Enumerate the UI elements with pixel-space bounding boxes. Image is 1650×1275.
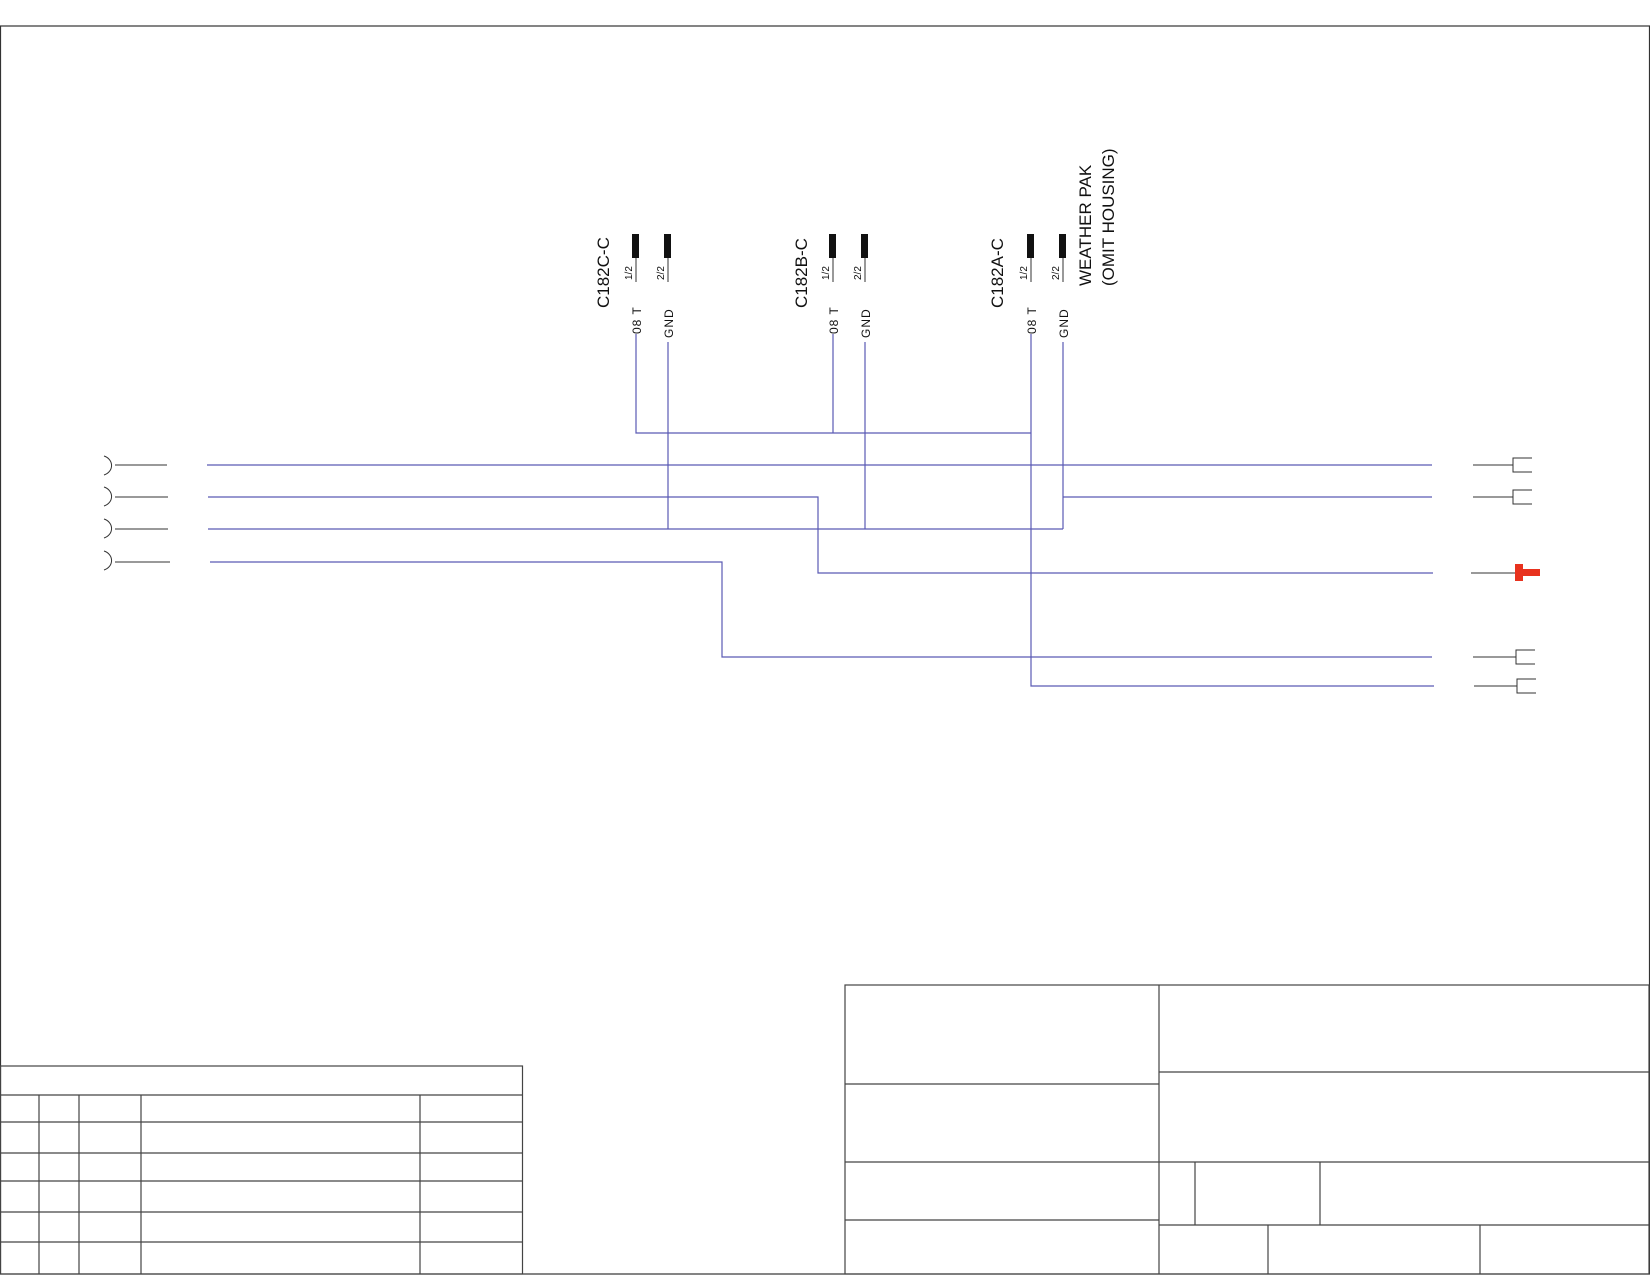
left-terminal-2 xyxy=(103,486,113,507)
note-line-2: (OMIT HOUSING) xyxy=(1099,148,1118,286)
wire-row-2 xyxy=(208,496,1433,574)
connector-pin-1 xyxy=(829,234,836,258)
connector-pin-1 xyxy=(632,234,639,258)
pin-number-label: 1/2 xyxy=(1019,266,1030,280)
revision-table xyxy=(0,1065,524,1275)
sheet-border xyxy=(0,25,1650,1275)
pin-number-label: 1/2 xyxy=(821,266,832,280)
wire-row-4 xyxy=(210,561,1432,658)
pin-number-label: 1/2 xyxy=(624,266,635,280)
pin-number-label: 2/2 xyxy=(1051,266,1062,280)
pin-number-label: 2/2 xyxy=(656,266,667,280)
connector-pin-1 xyxy=(1027,234,1034,258)
weather-pak-note: WEATHER PAK (OMIT HOUSING) xyxy=(1076,148,1118,286)
title-block xyxy=(844,984,1650,1275)
signal-label: GND xyxy=(662,308,676,338)
right-terminals[interactable] xyxy=(1471,457,1540,694)
wire-08t-c182c xyxy=(635,334,1031,434)
left-terminal-4 xyxy=(103,550,113,571)
signal-label: 08 T xyxy=(630,306,644,334)
connector-c182c-c[interactable]: C182C-C 1/2 2/2 08 T GND xyxy=(594,234,676,338)
left-terminal-3 xyxy=(103,518,113,539)
wire-network xyxy=(207,334,1434,687)
connector-label: C182C-C xyxy=(594,237,613,308)
note-line-1: WEATHER PAK xyxy=(1076,164,1095,286)
connector-label: C182B-C xyxy=(792,238,811,308)
pin-number-label: 2/2 xyxy=(853,266,864,280)
signal-label: 08 T xyxy=(1025,306,1039,334)
left-terminal-1 xyxy=(103,455,113,476)
connector-label: C182A-C xyxy=(988,238,1007,308)
left-terminals[interactable] xyxy=(103,455,170,571)
right-terminal-2 xyxy=(1512,489,1532,505)
right-terminal-4 xyxy=(1515,649,1535,665)
signal-label: 08 T xyxy=(827,306,841,334)
connector-c182b-c[interactable]: C182B-C 1/2 2/2 08 T GND xyxy=(792,234,873,338)
signal-label: GND xyxy=(1057,308,1071,338)
right-terminal-1 xyxy=(1512,457,1532,473)
connector-c182a-c[interactable]: C182A-C 1/2 2/2 08 T GND xyxy=(988,234,1071,338)
connector-pin-2 xyxy=(861,234,868,258)
connector-pin-2 xyxy=(1059,234,1066,258)
right-terminal-highlighted xyxy=(1515,564,1540,581)
wire-08t-c182a xyxy=(1030,334,1434,687)
right-terminal-5 xyxy=(1516,678,1536,694)
signal-label: GND xyxy=(859,308,873,338)
connector-pin-2 xyxy=(664,234,671,258)
